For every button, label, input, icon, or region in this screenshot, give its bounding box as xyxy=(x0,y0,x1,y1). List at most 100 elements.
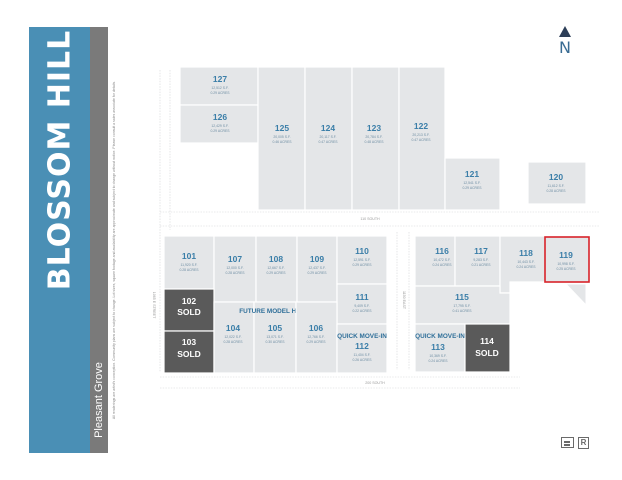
svg-text:103: 103 xyxy=(182,337,196,347)
lot-125[interactable]: 125 20,005 S.F. 0.46 ACRES xyxy=(257,66,306,211)
lot-122[interactable]: 122 20,213 S.F. 0.47 ACRES xyxy=(398,66,446,211)
svg-text:12,512 S.F.: 12,512 S.F. xyxy=(211,86,228,90)
lot-103[interactable]: 103 SOLD xyxy=(163,330,215,374)
lot-120[interactable]: 120 11,612 S.F. 0.28 ACRES xyxy=(527,161,587,205)
north-arrow-icon xyxy=(559,26,571,37)
svg-text:13,071 S.F.: 13,071 S.F. xyxy=(266,335,283,339)
svg-text:0.29 ACRES: 0.29 ACRES xyxy=(210,129,230,133)
lot-104[interactable]: 104 12,022 S.F. 0.28 ACRES xyxy=(213,301,255,374)
svg-text:11,612 S.F.: 11,612 S.F. xyxy=(548,184,565,188)
svg-text:0.24 ACRES: 0.24 ACRES xyxy=(432,263,452,267)
svg-text:12,437 S.F.: 12,437 S.F. xyxy=(308,266,325,270)
svg-text:0.29 ACRES: 0.29 ACRES xyxy=(266,271,286,275)
svg-text:120: 120 xyxy=(549,172,563,182)
lot-123[interactable]: 123 20,784 S.F. 0.48 ACRES xyxy=(351,66,400,211)
street-label-south: 200 SOUTH xyxy=(365,381,385,385)
lot-106[interactable]: 106 12,766 S.F. 0.29 ACRES xyxy=(295,301,338,374)
lot-105[interactable]: FUTURE MODEL HOME 105 13,071 S.F. 0.30 A… xyxy=(239,301,312,374)
svg-text:0.29 ACRES: 0.29 ACRES xyxy=(307,271,327,275)
svg-text:105: 105 xyxy=(268,323,282,333)
svg-text:17,795 S.F.: 17,795 S.F. xyxy=(453,304,470,308)
svg-text:0.26 ACRES: 0.26 ACRES xyxy=(352,358,372,362)
lot-109[interactable]: 109 12,437 S.F. 0.29 ACRES xyxy=(296,235,338,303)
lot-107[interactable]: 107 12,000 S.F. 0.28 ACRES xyxy=(213,235,257,303)
lot-102[interactable]: 102 SOLD xyxy=(163,288,215,332)
svg-text:12,022 S.F.: 12,022 S.F. xyxy=(224,335,241,339)
north-label: N xyxy=(559,38,571,57)
svg-text:0.28 ACRES: 0.28 ACRES xyxy=(546,189,566,193)
lot-111[interactable]: 111 9,409 S.F. 0.22 ACRES xyxy=(336,283,388,325)
svg-text:10,472 S.F.: 10,472 S.F. xyxy=(433,258,450,262)
lot-101[interactable]: 101 11,920 S.F. 0.28 ACRES xyxy=(163,235,215,290)
svg-text:122: 122 xyxy=(414,121,428,131)
svg-text:0.21 ACRES: 0.21 ACRES xyxy=(471,263,491,267)
svg-text:119: 119 xyxy=(559,250,573,260)
subtitle-strip xyxy=(90,27,108,453)
svg-text:SOLD: SOLD xyxy=(177,349,201,359)
svg-text:118: 118 xyxy=(519,248,533,258)
street-label-west: 1065 E STREET xyxy=(152,292,156,319)
footer-logos: R xyxy=(561,437,589,449)
svg-text:11,404 S.F.: 11,404 S.F. xyxy=(354,353,371,357)
lot-119[interactable]: 119 10,998 S.F. 0.25 ACRES xyxy=(544,236,590,283)
svg-text:116: 116 xyxy=(435,246,449,256)
svg-text:FUTURE MODEL HOME: FUTURE MODEL HOME xyxy=(239,308,311,315)
svg-text:11,920 S.F.: 11,920 S.F. xyxy=(181,263,198,267)
svg-text:0.28 ACRES: 0.28 ACRES xyxy=(223,340,243,344)
lot-113[interactable]: QUICK MOVE-IN 113 10,369 S.F. 0.24 ACRES xyxy=(414,323,466,373)
svg-text:111: 111 xyxy=(355,292,369,302)
svg-text:0.29 ACRES: 0.29 ACRES xyxy=(462,186,482,190)
lot-116[interactable]: 116 10,472 S.F. 0.24 ACRES xyxy=(414,235,456,287)
svg-text:127: 127 xyxy=(213,74,227,84)
svg-text:113: 113 xyxy=(431,342,445,352)
lot-117[interactable]: 117 9,283 S.F. 0.21 ACRES xyxy=(454,235,501,287)
svg-text:0.22 ACRES: 0.22 ACRES xyxy=(352,309,372,313)
svg-text:10,998 S.F.: 10,998 S.F. xyxy=(557,262,574,266)
lot-119-easement xyxy=(564,283,587,307)
svg-text:114: 114 xyxy=(480,336,494,346)
lot-124[interactable]: 124 20,117 S.F. 0.47 ACRES xyxy=(304,66,353,211)
svg-text:9,409 S.F.: 9,409 S.F. xyxy=(354,304,369,308)
north-compass: N xyxy=(552,26,578,57)
lot-121[interactable]: 121 12,541 S.F. 0.29 ACRES xyxy=(444,157,501,211)
svg-text:115: 115 xyxy=(455,292,469,302)
svg-text:12,429 S.F.: 12,429 S.F. xyxy=(211,124,228,128)
lot-126[interactable]: 126 12,429 S.F. 0.29 ACRES xyxy=(179,104,259,144)
lot-112[interactable]: QUICK MOVE-IN 112 11,404 S.F. 0.26 ACRES xyxy=(336,323,388,374)
svg-text:SOLD: SOLD xyxy=(475,348,499,358)
lot-114[interactable]: 114 SOLD xyxy=(464,323,511,373)
svg-text:12,766 S.F.: 12,766 S.F. xyxy=(307,335,324,339)
svg-text:106: 106 xyxy=(309,323,323,333)
lot-118[interactable]: 118 10,443 S.F. 0.24 ACRES xyxy=(499,235,546,294)
svg-text:0.24 ACRES: 0.24 ACRES xyxy=(516,265,536,269)
svg-text:102: 102 xyxy=(182,296,196,306)
title-banner xyxy=(29,27,90,453)
svg-text:12,000 S.F.: 12,000 S.F. xyxy=(226,266,243,270)
svg-text:0.29 ACRES: 0.29 ACRES xyxy=(306,340,326,344)
svg-text:109: 109 xyxy=(310,254,324,264)
svg-text:112: 112 xyxy=(355,341,369,351)
svg-text:SOLD: SOLD xyxy=(177,307,201,317)
svg-text:0.29 ACRES: 0.29 ACRES xyxy=(352,263,372,267)
street-label-north: 110 SOUTH xyxy=(360,217,380,221)
road-lines xyxy=(159,70,600,389)
equal-housing-icon xyxy=(561,437,574,448)
svg-text:101: 101 xyxy=(182,251,196,261)
lot-108[interactable]: 108 12,667 S.F. 0.29 ACRES xyxy=(255,235,298,303)
svg-text:12,541 S.F.: 12,541 S.F. xyxy=(463,181,480,185)
svg-text:124: 124 xyxy=(321,123,335,133)
svg-text:107: 107 xyxy=(228,254,242,264)
lot-110[interactable]: 110 12,591 S.F. 0.29 ACRES xyxy=(336,235,388,285)
svg-text:0.25 ACRES: 0.25 ACRES xyxy=(556,267,576,271)
lot-115[interactable]: 115 17,795 S.F. 0.41 ACRES xyxy=(414,285,511,325)
svg-text:0.46 ACRES: 0.46 ACRES xyxy=(272,140,292,144)
svg-text:123: 123 xyxy=(367,123,381,133)
svg-text:12,667 S.F.: 12,667 S.F. xyxy=(267,266,284,270)
svg-text:QUICK MOVE-IN: QUICK MOVE-IN xyxy=(415,333,465,340)
lot-127[interactable]: 127 12,512 S.F. 0.29 ACRES xyxy=(179,66,259,106)
svg-text:9,283 S.F.: 9,283 S.F. xyxy=(473,258,488,262)
svg-text:0.41 ACRES: 0.41 ACRES xyxy=(452,309,472,313)
svg-text:20,784 S.F.: 20,784 S.F. xyxy=(365,135,382,139)
svg-text:20,213 S.F.: 20,213 S.F. xyxy=(412,133,429,137)
svg-text:117: 117 xyxy=(474,246,488,256)
